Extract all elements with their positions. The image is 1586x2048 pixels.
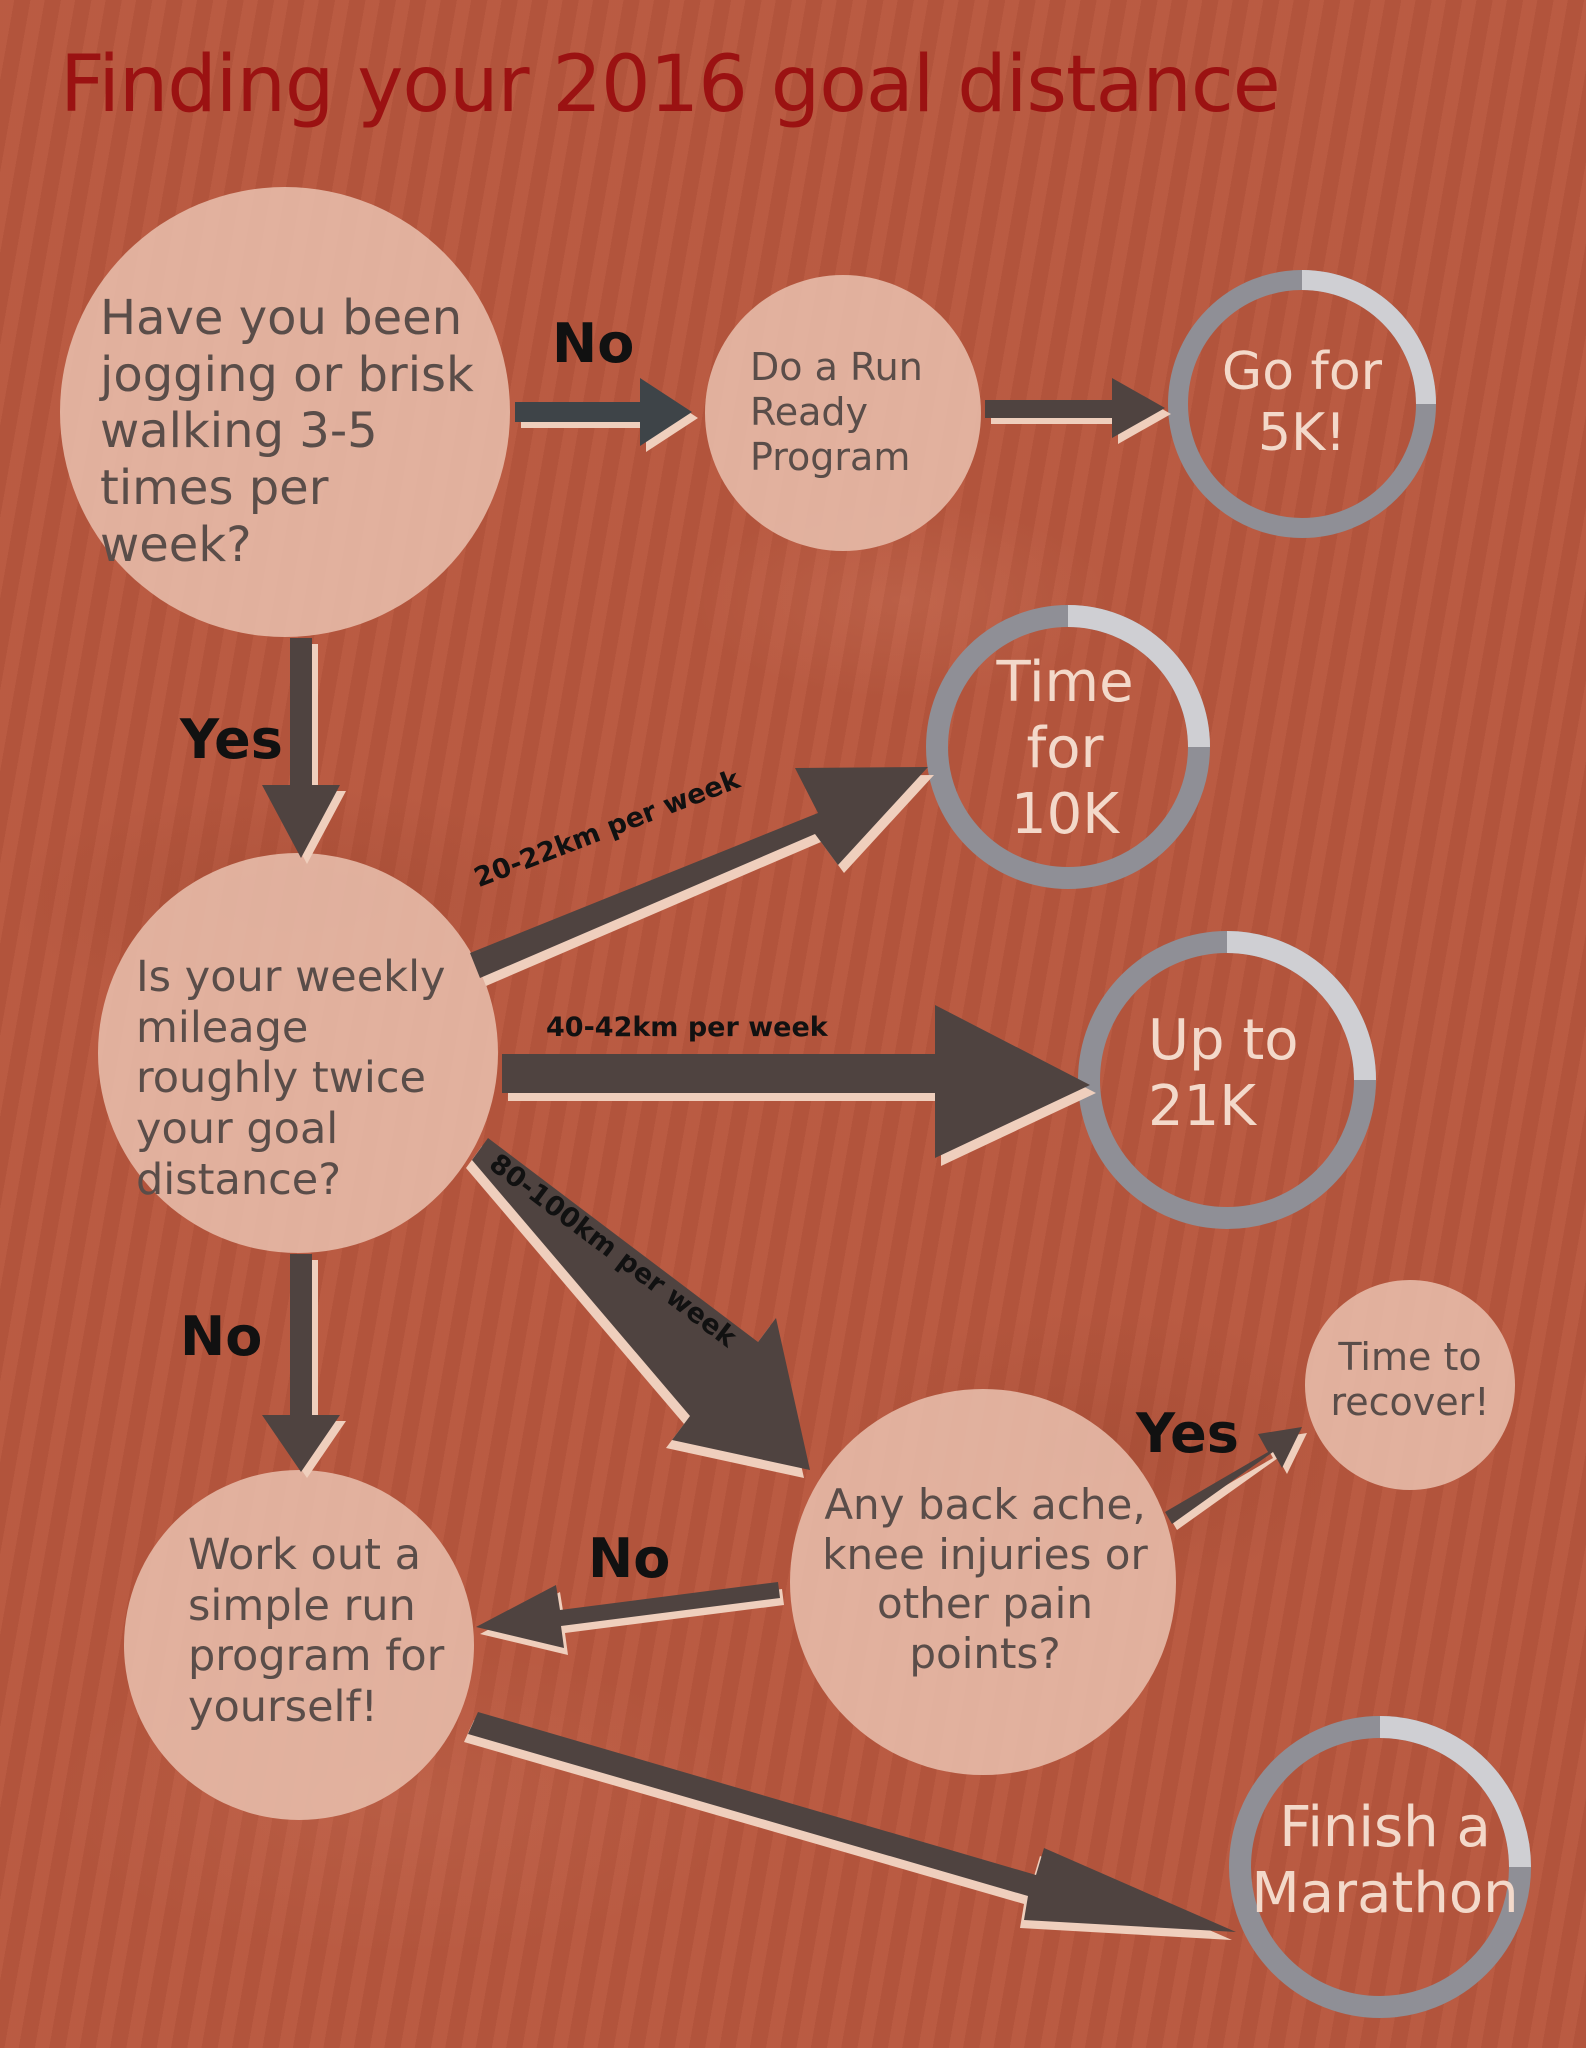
ring-marathon bbox=[1229, 1716, 1531, 2018]
node-q-mileage-text: Is your weekly mileage roughly twice you… bbox=[136, 952, 446, 1205]
node-q-jogging bbox=[60, 187, 510, 637]
outcome-time-10k-text: Time for 10K bbox=[996, 650, 1134, 848]
node-q-pain-text: Any back ache, knee injuries or other pa… bbox=[822, 1480, 1148, 1678]
node-q-jogging-text: Have you been jogging or brisk walking 3… bbox=[100, 290, 474, 573]
arrow-mileage-to-10k bbox=[470, 767, 934, 986]
node-run-ready-text: Do a Run Ready Program bbox=[750, 345, 923, 479]
arrow-jogging-to-mileage bbox=[262, 638, 346, 864]
arrow-jogging-to-runready bbox=[515, 378, 698, 452]
arrow-mileage-to-pain bbox=[466, 1138, 810, 1478]
node-time-recover bbox=[1305, 1280, 1515, 1490]
arrow-pain-to-recover bbox=[1165, 1427, 1307, 1530]
edge-label-yes-1: Yes bbox=[180, 708, 283, 771]
node-work-out-text: Work out a simple run program for yourse… bbox=[188, 1530, 445, 1733]
arrow-workout-to-marathon bbox=[464, 1712, 1236, 1940]
outcome-marathon-text: Finish a Marathon bbox=[1251, 1795, 1519, 1927]
edge-label-no-1: No bbox=[552, 312, 635, 375]
arrow-runready-to-5k bbox=[985, 378, 1171, 444]
edge-label-no-2: No bbox=[180, 1305, 263, 1368]
node-q-pain bbox=[790, 1389, 1176, 1775]
node-run-ready bbox=[705, 275, 981, 551]
node-work-out bbox=[124, 1470, 474, 1820]
node-q-mileage bbox=[98, 853, 498, 1253]
outcome-go-5k-text: Go for 5K! bbox=[1221, 342, 1383, 464]
page-title: Finding your 2016 goal distance bbox=[60, 40, 1281, 130]
ring-go-5k bbox=[1168, 270, 1436, 538]
arrow-mileage-to-workout bbox=[262, 1254, 346, 1478]
ring-time-10k bbox=[926, 605, 1210, 889]
node-time-recover-text: Time to recover! bbox=[1330, 1335, 1490, 1424]
edge-label-yes-2: Yes bbox=[1136, 1402, 1239, 1465]
edge-label-40-42km: 40-42km per week bbox=[546, 1012, 828, 1043]
arrow-mileage-to-21k bbox=[502, 1005, 1096, 1166]
arrow-pain-to-workout bbox=[476, 1582, 784, 1655]
ring-up-21k bbox=[1078, 931, 1376, 1229]
edge-label-no-3: No bbox=[588, 1527, 671, 1590]
outcome-up-21k-text: Up to 21K bbox=[1148, 1008, 1299, 1140]
